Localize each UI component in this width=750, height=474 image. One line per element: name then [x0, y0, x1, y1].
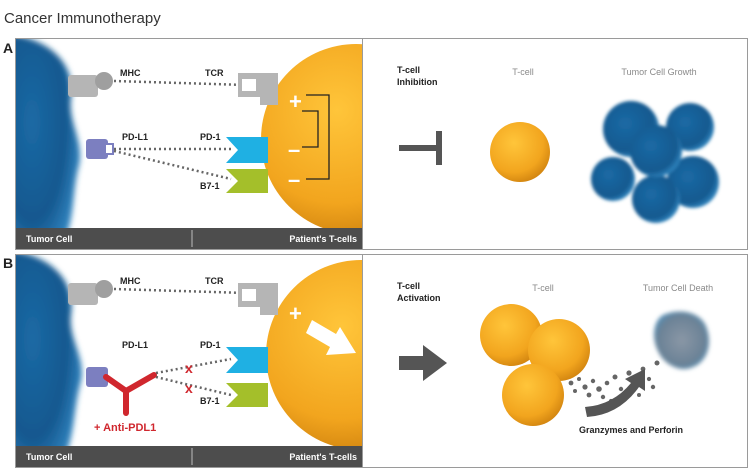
mhc-receptor — [68, 72, 113, 97]
panel-b-mechanism: + x x MHC TCR PD-L1 PD-1 B7-1 + Anti-PDL… — [15, 254, 366, 468]
tcr-label: TCR — [205, 276, 224, 286]
pd-l1-label: PD-L1 — [122, 132, 148, 142]
granzyme-direction-arrow — [585, 369, 645, 417]
pd-1-label: PD-1 — [200, 340, 221, 350]
pd-l1-label: PD-L1 — [122, 340, 148, 350]
activation-label-line2: Activation — [397, 293, 441, 303]
tcr-receptor — [238, 283, 278, 315]
tumor-cell — [16, 39, 80, 249]
tcr-receptor — [238, 73, 278, 105]
b7-1-receptor — [226, 383, 268, 407]
inhibition-label-line1: T-cell — [397, 65, 420, 75]
tumor-death-header: Tumor Cell Death — [643, 283, 713, 293]
inhibition-label-line2: Inhibition — [397, 77, 438, 87]
b7-1-receptor — [226, 169, 268, 193]
panel-b-outcome: T-cell Activation T-cell Tumor Cell Deat… — [362, 254, 748, 468]
tumor-cell-footer-label: Tumor Cell — [26, 234, 72, 244]
mhc-tcr-link — [113, 79, 247, 87]
figure-title: Cancer Immunotherapy — [4, 10, 161, 27]
b7-1-label: B7-1 — [200, 396, 220, 406]
inhibition-symbol — [399, 131, 442, 165]
mhc-label: MHC — [120, 68, 141, 78]
b71-block-cross: x — [185, 380, 193, 396]
tumor-cell-cluster — [591, 101, 719, 223]
tumor-growth-header: Tumor Cell Growth — [621, 67, 696, 77]
patients-tcells-footer-label: Patient's T-cells — [289, 452, 357, 462]
b71-minus-sign: – — [288, 167, 300, 192]
pdl1-pd1-link-blocked — [155, 357, 232, 375]
tcr-plus-sign: + — [289, 301, 302, 326]
pd-1-receptor — [226, 137, 268, 163]
panel-a-mechanism: + – – MHC TCR PD-L1 PD-1 B7-1 Tumor Cell… — [15, 38, 366, 250]
mhc-receptor — [68, 280, 113, 305]
tumor-cell-footer-label: Tumor Cell — [26, 452, 72, 462]
signal-bracket-inner — [302, 110, 319, 148]
activated-tcell-cluster — [480, 304, 590, 426]
t-cell-sphere — [261, 44, 365, 234]
panel-b-letter: B — [3, 255, 14, 271]
pd-1-label: PD-1 — [200, 132, 221, 142]
panel-b-footer-bar — [16, 446, 365, 467]
pd1-minus-sign: – — [288, 137, 300, 162]
pd-1-receptor — [226, 347, 268, 373]
activation-arrow — [399, 345, 447, 381]
anti-pdl1-antibody — [103, 372, 157, 416]
t-cell-sphere — [266, 260, 365, 450]
pdl1-b71-link — [113, 149, 232, 181]
granzymes-perforin-label: Granzymes and Perforin — [579, 425, 683, 435]
pd1-block-cross: x — [185, 360, 193, 376]
tcr-label: TCR — [205, 68, 224, 78]
pd-l1-receptor — [86, 367, 108, 387]
anti-pdl1-label: + Anti-PDL1 — [94, 422, 156, 434]
patients-tcells-footer-label: Patient's T-cells — [289, 234, 357, 244]
tcell-sphere-small — [490, 122, 550, 182]
panel-a-outcome: T-cell Inhibition T-cell Tumor Cell Grow… — [362, 38, 748, 250]
tcell-header: T-cell — [532, 283, 554, 293]
pd-l1-receptor — [86, 139, 114, 159]
tumor-cell — [16, 255, 82, 467]
panel-a-letter: A — [3, 40, 14, 56]
tcr-plus-sign: + — [289, 89, 302, 114]
dying-tumor-cell — [654, 311, 710, 370]
activation-arrow-white — [306, 320, 356, 355]
tcell-header: T-cell — [512, 67, 534, 77]
panel-a-footer-bar — [16, 228, 365, 249]
mhc-tcr-link — [113, 287, 247, 295]
activation-label-line1: T-cell — [397, 281, 420, 291]
mhc-label: MHC — [120, 276, 141, 286]
pdl1-b71-link-blocked — [155, 375, 232, 397]
b7-1-label: B7-1 — [200, 181, 220, 191]
signal-bracket-outer — [306, 94, 330, 180]
